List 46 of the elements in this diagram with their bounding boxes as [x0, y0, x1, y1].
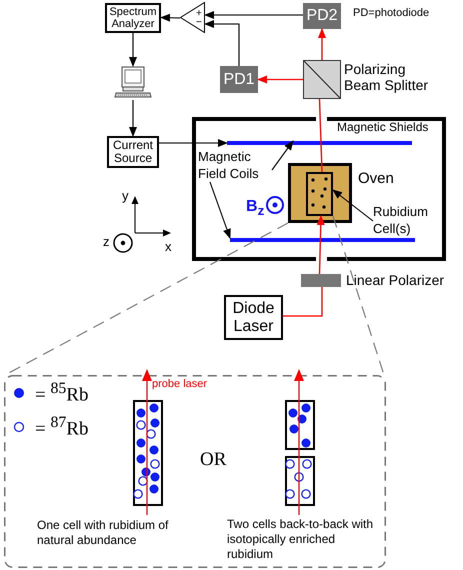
laser-beam — [316, 215, 325, 274]
signal-arrow — [159, 139, 228, 147]
legend-label: = $^{85}$Rb — [35, 380, 88, 406]
label: PD=photodiode — [353, 7, 430, 20]
leader-arrow — [209, 182, 231, 239]
component-label: Linear Polarizer — [346, 272, 444, 288]
oven-label: Oven — [358, 170, 394, 188]
label: B$_{z}$ — [246, 198, 264, 218]
box-label: Diode Laser — [232, 300, 276, 336]
laser-beam — [318, 98, 323, 172]
label: OR — [200, 449, 226, 471]
laser-beam — [257, 76, 303, 84]
current-source-box — [107, 136, 159, 168]
box-label: Current Source — [112, 138, 154, 166]
input-sign: + — [196, 9, 202, 18]
signal-arrow — [204, 20, 240, 66]
label: z — [103, 235, 110, 250]
laser-beam — [283, 287, 323, 317]
cell-label: Rubidium Cell(s) — [373, 203, 439, 235]
signal-arrow — [129, 100, 137, 137]
photodiode-label: PD2 — [306, 7, 338, 25]
legend-label: = $^{87}$Rb — [35, 414, 88, 440]
input-sign: − — [196, 18, 202, 26]
component-label: Polarizing Beam Splitter — [344, 61, 430, 93]
label: x — [165, 240, 172, 255]
coils-label: Magnetic Field Coils — [198, 148, 272, 182]
coil-bar — [227, 141, 412, 145]
zoom-line — [332, 216, 385, 376]
label: One cell with rubidium of natural abundance — [37, 518, 170, 548]
diode-laser-box — [224, 295, 283, 340]
photodiode-box — [303, 3, 341, 29]
laser-beam — [318, 28, 326, 60]
signal-arrow — [129, 33, 137, 67]
signal-arrow — [204, 11, 303, 19]
label: Two cells back-to-back with isotopically enriched rubidium — [227, 517, 374, 562]
leader-arrow — [332, 189, 374, 222]
photodiode-label: PD1 — [223, 70, 255, 88]
photodiode-box — [220, 66, 258, 93]
polarizer-bar — [301, 274, 341, 287]
signal-arrow — [160, 14, 180, 22]
leader-arrow — [272, 140, 294, 170]
label: y — [122, 189, 128, 204]
label: probe laser — [152, 378, 208, 391]
box-label: Spectrum Analyzer — [108, 6, 158, 30]
coil-bar — [230, 238, 415, 242]
shield-label: Magnetic Shields — [337, 121, 428, 135]
